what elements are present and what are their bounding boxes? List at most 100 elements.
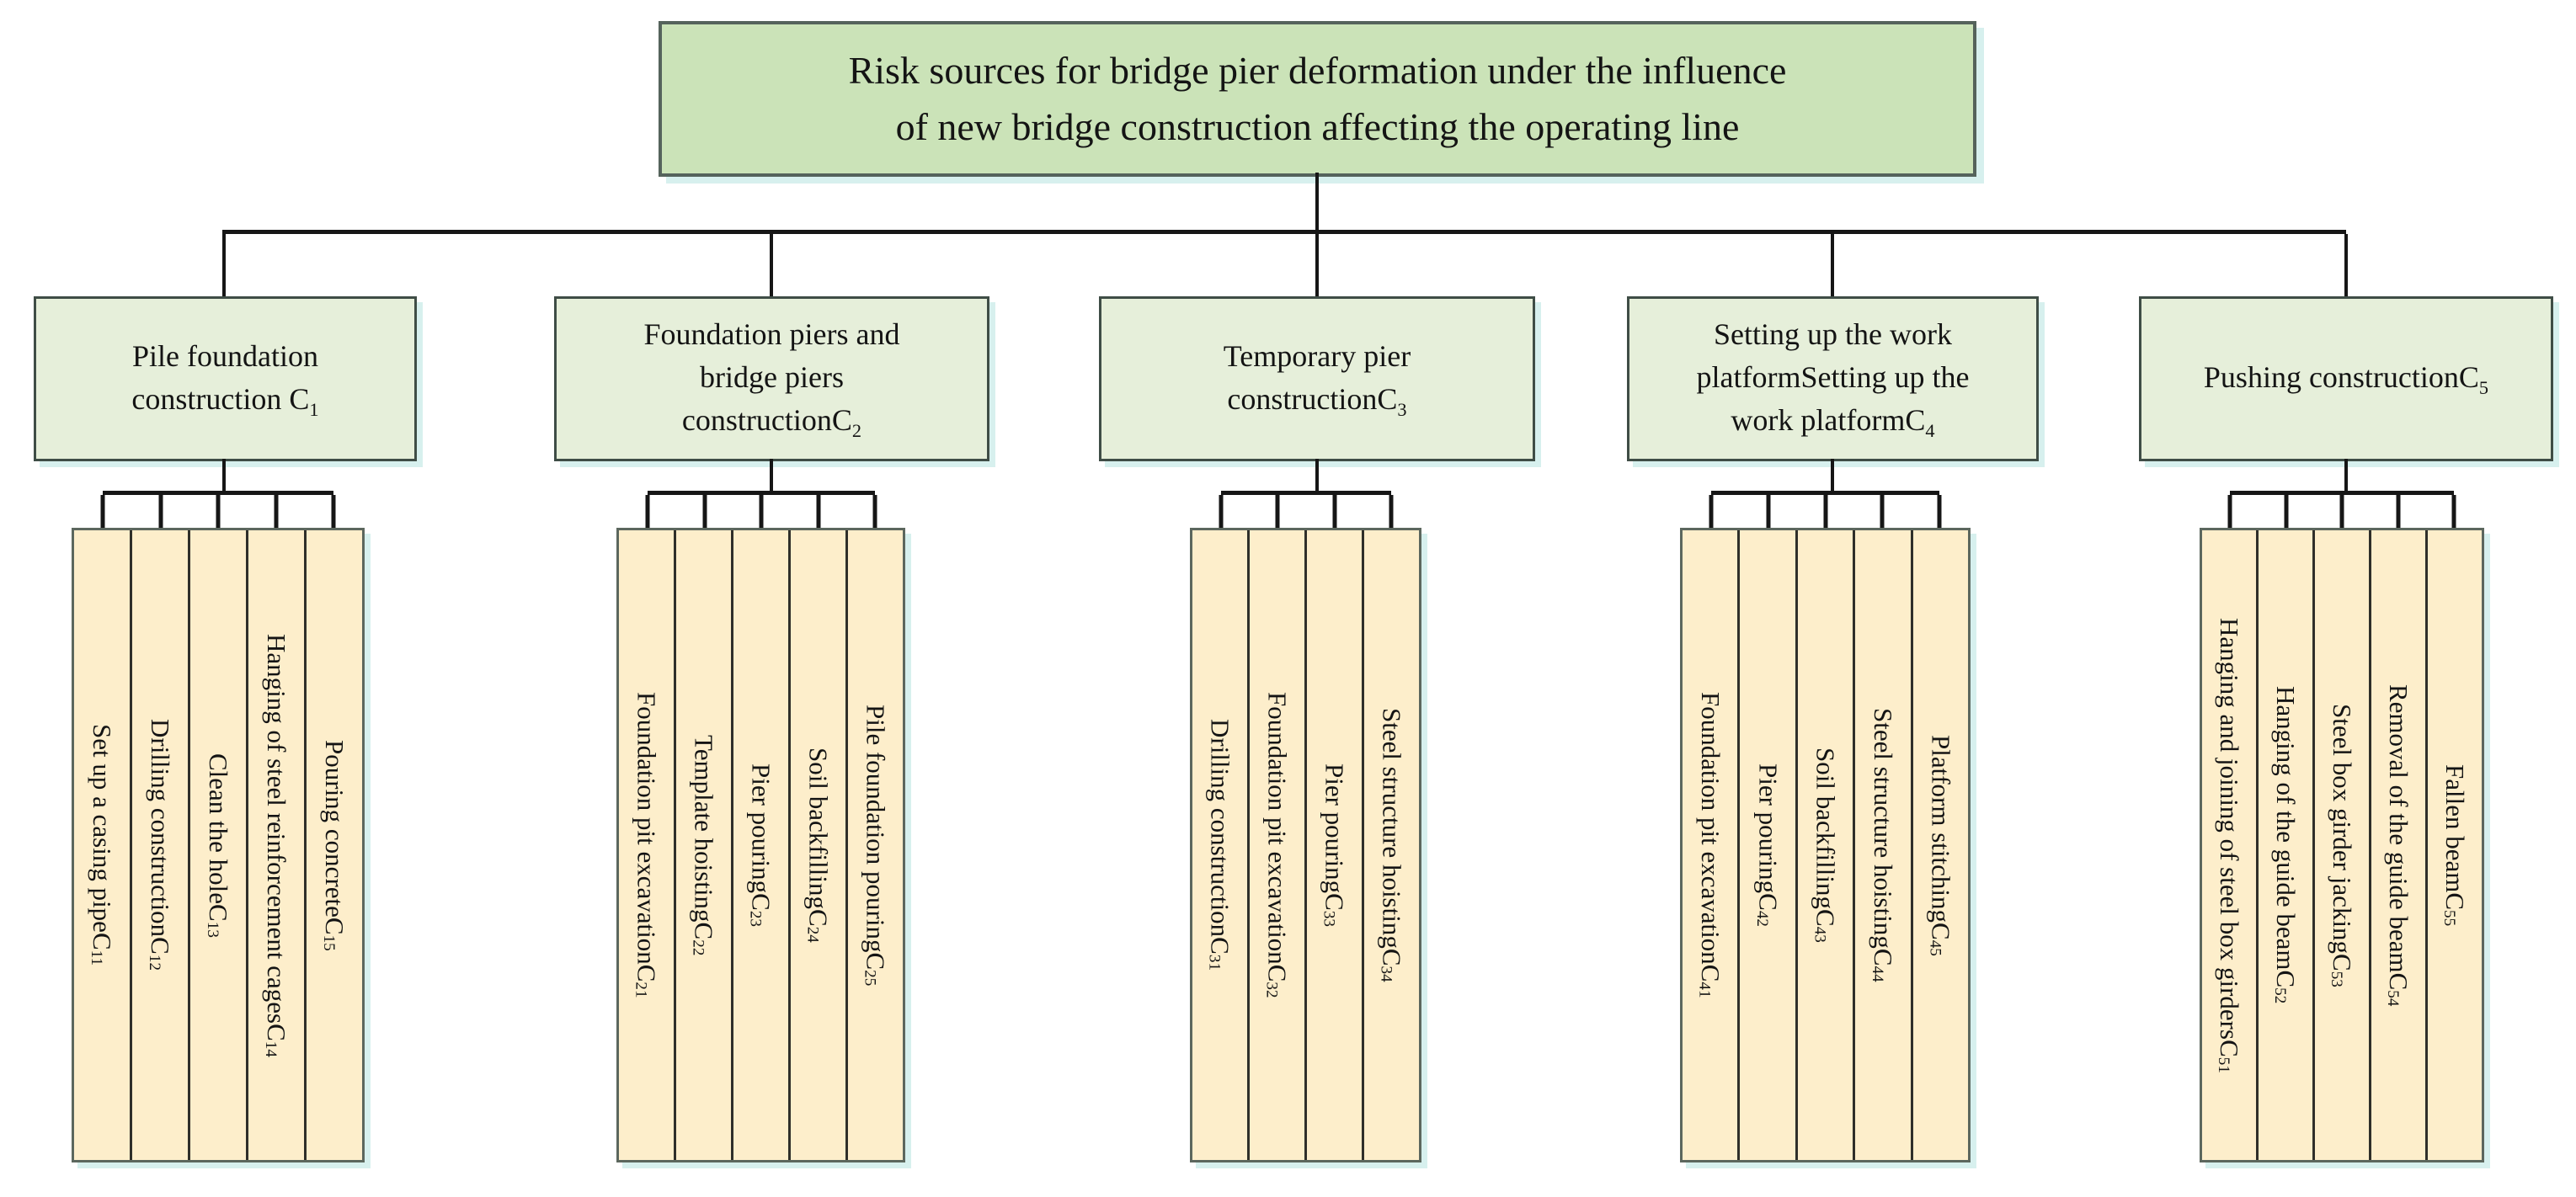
risk-item: Pouring concreteC15 — [304, 530, 362, 1160]
item-text: Fallen beamC — [2440, 763, 2471, 910]
item-text: Hanging and joining of steel box girders… — [2215, 617, 2245, 1057]
item-sub: 14 — [262, 1040, 280, 1057]
connector-stub — [1389, 495, 1394, 528]
item-sub: 25 — [861, 969, 879, 987]
category-sub: 4 — [1925, 420, 1935, 442]
item-sub: 32 — [1262, 982, 1281, 998]
risk-item: Foundation pit excavationC32 — [1247, 530, 1304, 1160]
category-label: Foundation piers and bridge piers constr… — [636, 313, 909, 444]
risk-item: Removal of the guide beamC54 — [2369, 530, 2425, 1160]
item-text: Soil backfillingC — [1811, 747, 1841, 927]
item-sub: 44 — [1868, 966, 1886, 982]
item-text: Template hoistingC — [689, 734, 719, 939]
item-text: Steel structure hoistingC — [1377, 708, 1407, 966]
connector-stub — [100, 495, 105, 528]
connector-stem-c1 — [222, 459, 226, 491]
item-text: Platform stitchingC — [1926, 734, 1956, 940]
risk-item: Soil backfillingC43 — [1795, 530, 1853, 1160]
connector-stem-c4 — [1831, 459, 1834, 491]
connector-bracket-g5 — [2227, 491, 2456, 528]
connector-stub — [1937, 495, 1942, 528]
item-sub: 13 — [204, 921, 222, 938]
connector-stub — [645, 495, 650, 528]
risk-item: Drilling constructionC31 — [1192, 530, 1247, 1160]
risk-item-group-c5: Hanging and joining of steel box girders… — [2200, 528, 2484, 1162]
connector-stub-c2 — [770, 234, 773, 296]
connector-stub — [1709, 495, 1714, 528]
connector-stub — [2339, 495, 2344, 528]
risk-item-group-c2: Foundation pit excavationC21 Template ho… — [616, 528, 905, 1162]
item-text: Set up a casing pipeC — [88, 724, 118, 951]
category-sub: 2 — [851, 420, 862, 442]
item-text: Pile foundation pouringC — [861, 704, 891, 970]
item-sub: 51 — [2215, 1056, 2233, 1073]
connector-stub — [274, 495, 278, 528]
item-sub: 55 — [2440, 909, 2459, 927]
connector-stub-c5 — [2344, 234, 2348, 296]
item-text: Soil backfillingC — [803, 747, 834, 927]
item-text: Clean the holeC — [204, 753, 234, 922]
connector-stem-c3 — [1315, 459, 1319, 491]
connector-stub-c4 — [1831, 234, 1834, 296]
connector-bracket-g1 — [100, 491, 336, 528]
connector-stub — [1275, 495, 1280, 528]
risk-item: Pile foundation pouringC25 — [845, 530, 903, 1160]
risk-item: Steel structure hoistingC34 — [1362, 530, 1419, 1160]
risk-item: Hanging of steel reinforcement cagesC14 — [246, 530, 304, 1160]
connector-stub — [216, 495, 221, 528]
risk-item: Soil backfillingC24 — [788, 530, 845, 1160]
risk-item-group-c3: Drilling constructionC31 Foundation pit … — [1190, 528, 1421, 1162]
item-sub: 11 — [88, 950, 106, 966]
category-label: Setting up the work platformSetting up t… — [1688, 313, 1978, 444]
item-sub: 43 — [1811, 926, 1829, 943]
category-text: Pile foundation construction C — [131, 338, 318, 416]
risk-item: Hanging and joining of steel box girders… — [2202, 530, 2256, 1160]
item-sub: 41 — [1695, 982, 1714, 998]
connector-stub — [2451, 495, 2456, 528]
category-node-c2: Foundation piers and bridge piers constr… — [554, 296, 989, 461]
item-sub: 24 — [803, 926, 822, 943]
item-sub: 53 — [2328, 971, 2346, 987]
connector-stub — [816, 495, 820, 528]
root-label: Risk sources for bridge pier deformation… — [848, 48, 1787, 148]
risk-item: Steel box girder jackingC53 — [2312, 530, 2369, 1160]
category-text: Temporary pier constructionC — [1223, 338, 1411, 416]
connector-stub — [1332, 495, 1337, 528]
connector-bracket-g4 — [1709, 491, 1942, 528]
item-text: Drilling constructionC — [146, 719, 176, 955]
connector-stub — [2396, 495, 2400, 528]
item-sub: 54 — [2384, 990, 2403, 1007]
category-sub: 3 — [1397, 398, 1407, 420]
category-label: Pushing constructionC5 — [2195, 356, 2497, 402]
connector-stub — [872, 495, 877, 528]
risk-item: Clean the holeC13 — [188, 530, 246, 1160]
connector-stub — [2284, 495, 2288, 528]
item-text: Steel box girder jackingC — [2328, 703, 2358, 971]
category-text: Foundation piers and bridge piers constr… — [643, 317, 900, 438]
item-sub: 23 — [746, 910, 765, 927]
category-label: Pile foundation construction C1 — [123, 335, 327, 423]
category-sub: 5 — [2478, 377, 2489, 399]
risk-item: Set up a casing pipeC11 — [74, 530, 130, 1160]
item-sub: 34 — [1377, 966, 1395, 982]
risk-item: Foundation pit excavationC21 — [619, 530, 674, 1160]
category-sub: 1 — [309, 398, 319, 420]
risk-item-group-c4: Foundation pit excavationC41 Pier pourin… — [1680, 528, 1971, 1162]
connector-stub — [1880, 495, 1885, 528]
item-text: Removal of the guide beamC — [2384, 684, 2414, 991]
category-text: Pushing constructionC — [2203, 360, 2479, 395]
item-sub: 42 — [1753, 910, 1772, 927]
connector-stub — [1823, 495, 1827, 528]
item-text: Foundation pit excavationC — [1262, 692, 1293, 982]
risk-item: Fallen beamC55 — [2425, 530, 2482, 1160]
item-sub: 52 — [2271, 987, 2290, 1004]
risk-item: Foundation pit excavationC41 — [1683, 530, 1738, 1160]
connector-bracket-g2 — [645, 491, 877, 528]
connector-stub — [1219, 495, 1224, 528]
connector-bracket-g3 — [1219, 491, 1394, 528]
category-node-c4: Setting up the work platformSetting up t… — [1627, 296, 2039, 461]
item-text: Pier pouringC — [1320, 763, 1350, 911]
item-text: Hanging of steel reinforcement cagesC — [262, 633, 292, 1041]
item-sub: 31 — [1205, 955, 1224, 971]
item-text: Foundation pit excavationC — [632, 692, 662, 982]
